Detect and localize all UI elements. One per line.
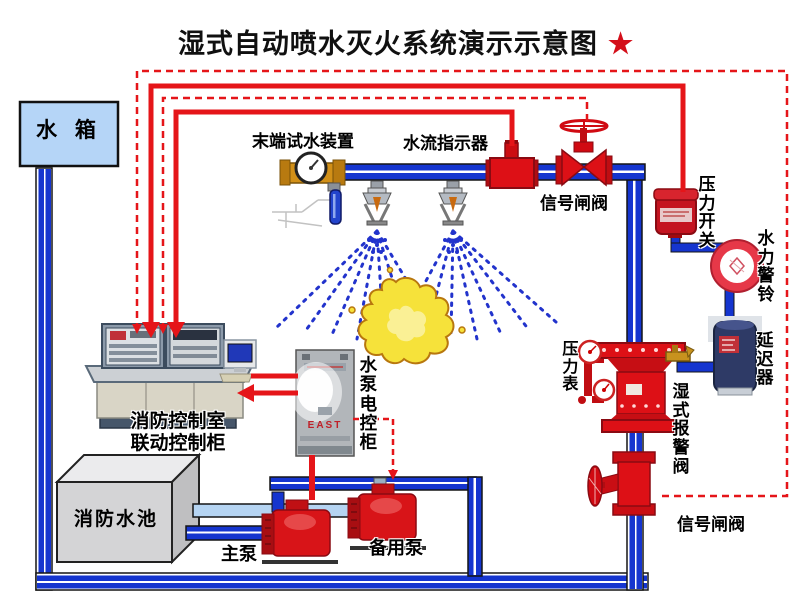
delay-chamber-label: 延迟器 [756,331,774,388]
pump-control-cabinet-device: EAST [290,349,355,457]
signal-line-flow-indicator [173,109,515,325]
main-pump-device [261,491,338,564]
pressure-switch-label: 压力开关 [698,175,716,251]
page-title: 湿式自动喷水灭火系统演示示意图 ★ [0,22,812,61]
arrow-down-solid-1 [142,322,160,338]
arrow-left-into-console [237,384,254,402]
pressure-gauge-label: 压力表 [562,341,579,394]
water-tank-label: 水 箱 [36,119,102,142]
pipe-bottom-horizontal [35,572,649,591]
pipe-suction-dark [185,525,283,541]
main-pump-label: 主泵 [221,544,257,564]
faint-sketch [272,199,330,228]
end-test-device-label: 末端试水装置 [252,132,354,151]
arrow-down-backup-pump [388,470,398,480]
signal-lines [132,69,789,500]
signal-gate-valve-top-device [555,119,613,187]
control-room-label-line2: 联动控制柜 [130,433,226,454]
hydraulic-alarm-bell-device [710,239,764,293]
pipe-riser [626,165,643,349]
pipe-left-vertical [35,167,53,591]
wet-alarm-valve-device [577,339,695,433]
fire-pool-label: 消防水池 [74,509,159,530]
water-flow-indicator-label: 水流指示器 [403,134,488,153]
red-star-icon: ★ [607,28,635,59]
spray-cluster [367,238,463,254]
console-monitor [219,339,257,383]
water-flow-indicator-device [485,140,539,189]
pressure-switch-device [653,188,699,238]
end-test-water-device [272,151,346,228]
sprinkler-head-1 [362,180,392,226]
valve-test-cock [665,351,691,362]
signal-line-pressure-switch [148,83,686,325]
cabinet-brand-text: EAST [308,420,343,431]
delay-chamber-device [708,316,762,396]
fire-flame [348,266,466,365]
signal-line-gate-valve-top [161,96,589,330]
signal-gate-valve-top-label: 信号闸阀 [540,194,608,213]
water-tank [18,100,120,168]
signal-line-dashed-outer [135,69,789,498]
hydraulic-alarm-bell-label: 水力警铃 [757,229,775,305]
sprinkler-head-2 [438,180,468,226]
arrow-down-solid-2 [167,322,185,338]
signal-gate-valve-bottom-device [587,451,656,516]
pump-cabinet-label: 水泵电控柜 [359,355,378,452]
backup-pump-label: 备用泵 [369,538,423,558]
fire-water-pool [54,452,202,565]
title-text: 湿式自动喷水灭火系统演示示意图 [177,29,598,59]
control-room-label-line1: 消防控制室 [130,411,226,432]
arrow-down-dashed-1 [132,324,142,334]
line-cabinet-to-backup-pump [353,417,395,472]
signal-gate-valve-bottom-label: 信号闸阀 [677,515,745,534]
arrow-down-dashed-2 [158,324,168,334]
wet-alarm-valve-label: 湿式报警阀 [672,382,690,476]
backup-pump-device [347,477,426,550]
